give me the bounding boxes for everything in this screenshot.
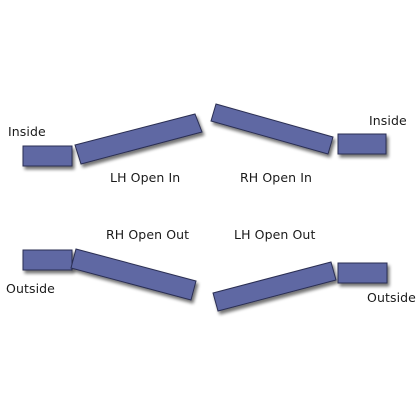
rh-open-in-diagram [210,103,387,155]
door-panel [210,103,334,155]
outside-label-left: Outside [6,281,55,296]
wall-block [22,145,73,167]
door-panel [70,248,197,301]
door-panel [74,113,203,165]
rh-open-out-diagram [22,248,197,301]
door-panel [212,261,337,312]
rh-open-out-caption: RH Open Out [106,227,190,242]
inside-label-right: Inside [369,113,407,128]
rh-open-in-caption: RH Open In [240,170,313,185]
outside-label-right: Outside [367,290,416,305]
lh-open-out-caption: LH Open Out [234,227,316,242]
lh-open-out-diagram [212,261,388,312]
wall-block [22,249,73,271]
lh-open-in-diagram [22,113,203,167]
wall-block [337,262,388,284]
lh-open-in-caption: LH Open In [110,170,181,185]
wall-block [337,133,387,155]
inside-label-left: Inside [8,124,46,139]
